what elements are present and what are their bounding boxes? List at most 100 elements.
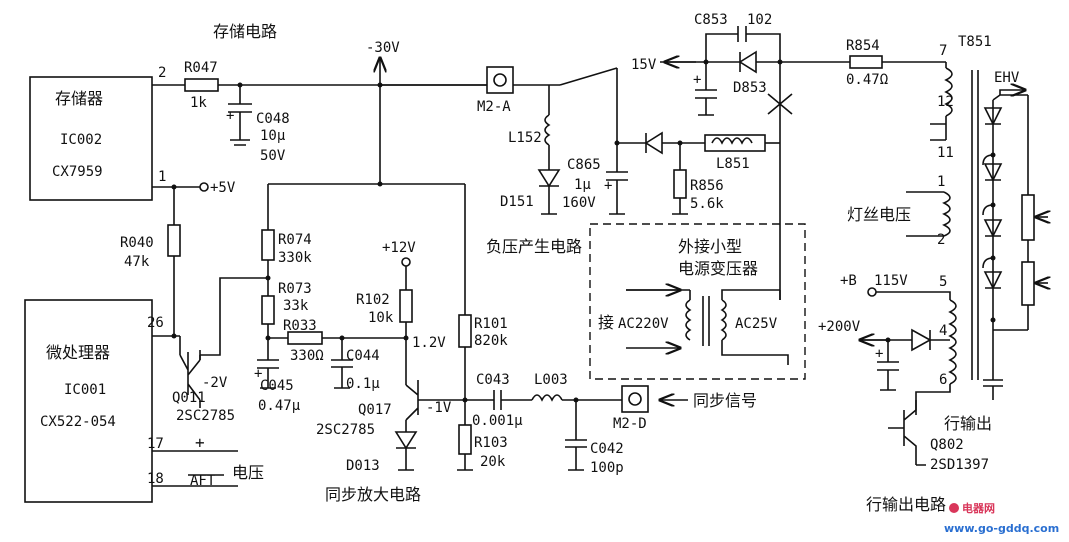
c042-value: 100p [590,460,624,476]
m2a-connector [486,66,514,94]
l851-label: L851 [716,156,750,172]
memory-pin-1: 1 [158,169,166,185]
neg-voltage-title: 负压产生电路 [486,237,582,256]
r040-label: R040 [120,235,154,251]
micro-ic-part: IC001 [64,382,106,398]
r102-label: R102 [356,292,390,308]
r033-label: R033 [283,318,317,334]
memory-ic-name: 存储器 [55,89,103,108]
r047-label: R047 [184,60,218,76]
c865-volt: 160V [562,195,596,211]
svg-text:www.go-gddq.com: www.go-gddq.com [944,522,1059,535]
watermark-logo: 电器网 www.go-gddq.com [944,501,1059,535]
l851-inductor [704,134,766,152]
t-pin-6: 6 [939,372,947,388]
line-output-label: 行输出 [944,414,992,433]
memory-ic: 存储器 IC002 CX7959 2 1 [29,65,166,201]
r101-value: 820k [474,333,508,349]
c043-cap: 0.001μ [472,413,523,429]
r047-resistor [184,78,219,92]
memory-ic-type: CX7959 [52,164,103,180]
v12-label: 1.2V [412,335,446,351]
svg-text:+: + [254,366,262,382]
r101-label: R101 [474,316,508,332]
c048-volt: 50V [260,148,286,164]
r103-label: R103 [474,435,508,451]
ac220-jie: 接 [598,313,614,332]
r047-value: 1k [190,95,207,111]
q802-label: Q802 [930,437,964,453]
micro-ic-type: CX522-054 [40,414,116,430]
aft-plus: + [195,433,205,452]
r073-value: 33k [283,298,309,314]
q011-label: Q011 [172,390,206,406]
neg2-label: -2V [202,375,228,391]
t-pin-1: 1 [937,174,945,190]
r074-resistor [261,229,275,261]
micro-pin-18: 18 [147,471,164,487]
c044-cap: 0.1μ [346,376,380,392]
aft-voltage-label: 电压 [232,463,264,482]
r074-label: R074 [278,232,312,248]
svg-text:+: + [875,346,883,362]
c853-label: C853 [694,12,728,28]
neg1-label: -1V [426,400,452,416]
t-pin-11: 11 [937,145,954,161]
c048-cap: 10μ [260,128,286,144]
v15-label: 15V [631,57,657,73]
c048-label: C048 [256,111,290,127]
v115-label: 115V [874,273,908,289]
t-pin-2: 2 [937,232,945,248]
ext-transformer-box [589,223,806,380]
r073-label: R073 [278,281,312,297]
c045-label: C045 [260,378,294,394]
d151-label: D151 [500,194,534,210]
d013-label: D013 [346,458,380,474]
aft-label: AFT [190,473,216,489]
q017-label: Q017 [358,402,392,418]
r074-value: 330k [278,250,312,266]
r854-resistor [849,55,883,69]
r102-resistor [399,289,413,323]
ext-transformer-title2: 电源变压器 [678,259,758,278]
p5-label: +5V [210,180,236,196]
m2d-label: M2-D [613,416,647,432]
q017-part: 2SC2785 [316,422,375,438]
b-label: +B [840,273,857,289]
ext-transformer-title1: 外接小型 [678,237,742,256]
line-output-circuit-title: 行输出电路 [866,495,946,514]
memory-pin-2: 2 [158,65,166,81]
p12-label: +12V [382,240,416,256]
svg-text:+: + [693,72,701,88]
neg30-label: -30V [366,40,400,56]
t-pin-5: 5 [939,274,947,290]
focus-pot [1021,194,1035,241]
t851-label: T851 [958,34,992,50]
t-pin-4: 4 [939,323,947,339]
ac25-label: AC25V [735,316,778,332]
memory-circuit-title: 存储电路 [213,22,277,41]
m2d-connector [621,385,649,413]
q802-part: 2SD1397 [930,457,989,473]
r103-resistor [458,424,472,455]
micro-pin-26: 26 [147,315,164,331]
r033-resistor [287,331,323,345]
r101-resistor [458,314,472,348]
memory-ic-part: IC002 [60,132,102,148]
l152-label: L152 [508,130,542,146]
micro-ic-name: 微处理器 [46,343,110,362]
r040-resistor [167,224,181,257]
micro-ic: 微处理器 IC001 CX522-054 26 17 18 [24,299,164,503]
heater-voltage-label: 灯丝电压 [847,205,911,224]
sync-amp-title: 同步放大电路 [325,485,421,504]
r854-value: 0.47Ω [846,72,888,88]
svg-text:电器网: 电器网 [962,501,995,515]
ac220-label: AC220V [618,316,669,332]
r033-value: 330Ω [290,348,324,364]
r102-value: 10k [368,310,394,326]
r856-label: R856 [690,178,724,194]
micro-pin-17: 17 [147,436,164,452]
q011-part: 2SC2785 [176,408,235,424]
c853-value: 102 [747,12,772,28]
svg-text:+: + [604,178,612,194]
